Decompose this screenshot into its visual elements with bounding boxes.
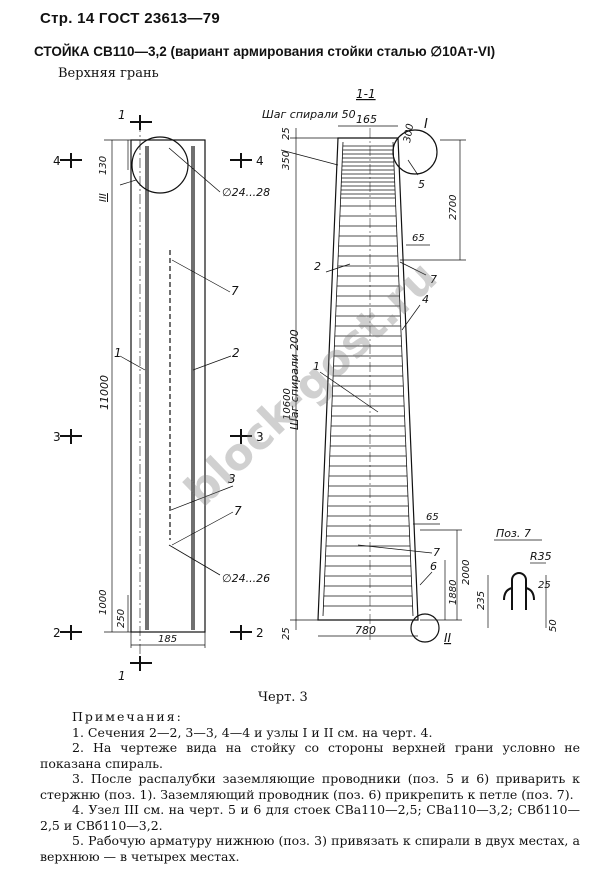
pos-1-left: 1 [114,346,122,360]
dim-350: 350 [281,151,292,170]
pos-5-right: 5 [418,178,425,191]
detail-25: 25 [538,580,551,591]
pos-7-right-top: 7 [430,273,437,286]
section-mark-2-left: 2 [53,626,61,640]
dim-1000: 1000 [98,590,109,615]
note-item: 1. Сечения 2—2, 3—3, 4—4 и узлы I и II с… [72,724,433,740]
node-iii-label: III [98,193,109,202]
diameter-bottom: ∅24...26 [222,572,270,585]
column-section-outline [317,137,419,621]
node-i-circle [392,129,438,175]
dim-25-top: 25 [281,127,292,140]
dim-1880: 1880 [448,580,459,605]
dim-65-top: 65 [412,233,425,244]
section-mark-3-right: 3 [256,430,264,444]
page-header: Стр. 14 ГОСТ 23613—79 [40,10,220,27]
dim-65-bottom: 65 [426,512,439,523]
pos-1-right: 1 [313,360,320,373]
section-1-1-label: 1-1 [356,87,376,101]
dim-10600: 10600 [282,388,293,420]
node-ii-circle [410,613,440,643]
figure-caption: Черт. 3 [258,690,308,705]
node-ii-label: II [444,631,452,645]
loop-detail [511,572,527,610]
node-i-label: I [424,117,428,132]
drawing-title: СТОЙКА СВ110—3,2 (вариант армирования ст… [34,44,496,59]
detail-radius: R35 [530,550,552,563]
note-item: 4. Узел III см. на черт. 5 и 6 для стоек… [40,802,580,833]
section-mark-2-right: 2 [256,626,264,640]
dim-250: 250 [116,609,127,628]
section-mark-1-top: 1 [118,108,126,122]
view-label: Верхняя грань [58,66,159,81]
diameter-top: ∅24...28 [222,186,270,199]
pos-7-right-bottom: 7 [433,546,440,559]
column-outline [130,139,206,633]
dim-130: 130 [98,156,109,175]
dim-2000: 2000 [461,560,472,585]
note-item: 2. На чертеже вида на стойку со стороны … [40,740,580,771]
section-mark-4-right: 4 [256,154,264,168]
detail-title: Поз. 7 [496,527,531,540]
detail-235: 235 [476,591,487,610]
pos-4-right: 4 [422,293,429,306]
dim-25-bottom: 25 [281,627,292,640]
section-mark-1-bottom: 1 [118,669,126,683]
dim-300: 300 [402,123,416,144]
section-mark-3-left: 3 [53,430,61,444]
dim-length: 11000 [98,375,111,410]
detail-50: 50 [548,619,559,632]
pos-7-left-top: 7 [231,284,239,298]
notes-heading: Примечания: [72,709,183,724]
dim-width: 185 [158,634,177,645]
dim-2700: 2700 [448,195,459,220]
node-iii-circle [131,136,189,194]
pos-6-right: 6 [430,560,437,573]
spiral-step-top: Шаг спирали 50 [262,108,356,121]
pos-7-left-bottom: 7 [234,504,242,518]
pos-2-right: 2 [314,260,321,273]
dim-top-width: 165 [356,113,377,126]
section-mark-4-left: 4 [53,154,61,168]
pos-3-left: 3 [228,472,236,486]
pos-2-left: 2 [232,346,240,360]
notes-block: Примечания: 1. Сечения 2—2, 3—3, 4—4 и у… [40,709,580,864]
note-item: 5. Рабочую арматуру нижнюю (поз. 3) прив… [40,833,580,864]
note-item: 3. После распалубки заземляющие проводни… [40,771,580,802]
technical-drawing: 4 4 3 3 2 2 1 1 11000 130 1000 250 185 I… [53,87,559,683]
dim-bottom-width: 780 [355,624,376,637]
spiral-step-mid: Шаг спирали 200 [288,329,301,430]
